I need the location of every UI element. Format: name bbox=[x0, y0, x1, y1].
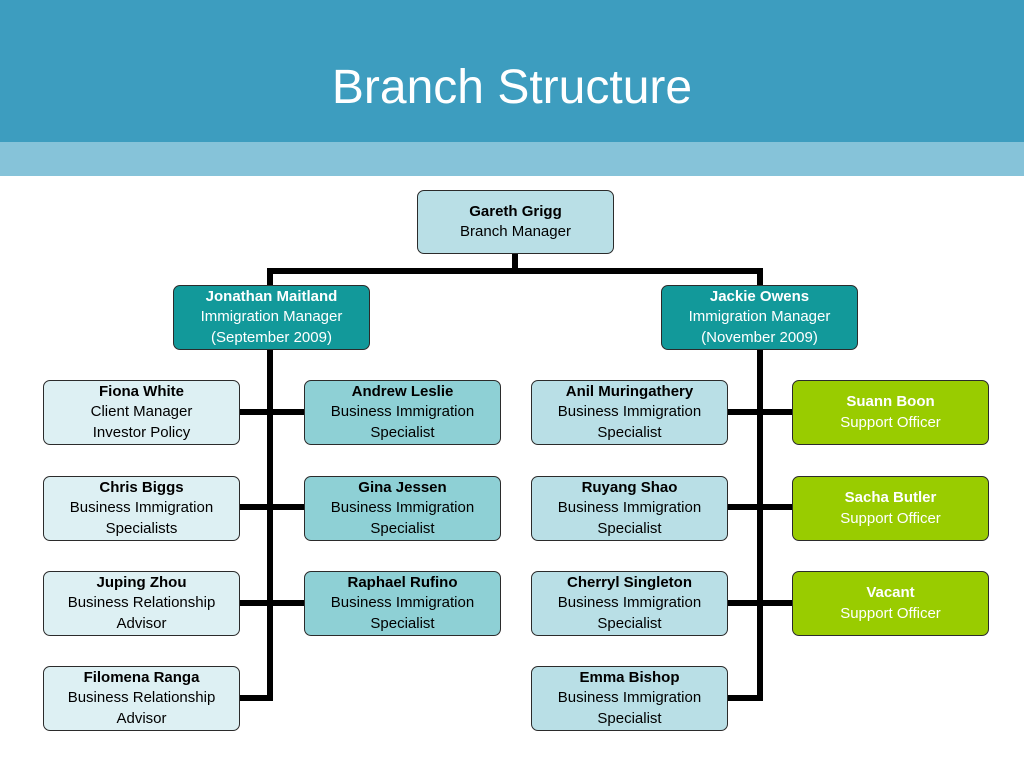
person-name: Gareth Grigg bbox=[469, 202, 562, 220]
person-role-detail: Specialist bbox=[370, 614, 435, 632]
person-role-detail: Specialist bbox=[597, 423, 662, 441]
support-box-sacha-butler: Sacha Butler Support Officer bbox=[792, 476, 989, 541]
person-role: Support Officer bbox=[840, 509, 941, 527]
person-role-detail: Specialist bbox=[597, 709, 662, 727]
support-box-vacant: Vacant Support Officer bbox=[792, 571, 989, 636]
staff-box-raphael-rufino: Raphael Rufino Business Immigration Spec… bbox=[304, 571, 501, 636]
person-name: Raphael Rufino bbox=[347, 573, 458, 591]
person-role: Business Immigration bbox=[330, 594, 475, 612]
person-name: Filomena Ranga bbox=[83, 668, 200, 686]
branch-manager-box: Gareth Grigg Branch Manager bbox=[417, 190, 614, 254]
staff-box-chris-biggs: Chris Biggs Business Immigration Special… bbox=[43, 476, 240, 541]
person-role: Business Relationship bbox=[67, 689, 216, 707]
person-role-detail: Advisor bbox=[116, 709, 167, 727]
person-role: Business Immigration bbox=[330, 499, 475, 517]
person-role: Business Relationship bbox=[67, 594, 216, 612]
person-role-detail: Specialists bbox=[105, 519, 178, 537]
person-name: Juping Zhou bbox=[96, 573, 187, 591]
person-role: Support Officer bbox=[840, 413, 941, 431]
person-role-detail: Advisor bbox=[116, 614, 167, 632]
staff-box-cherryl-singleton: Cherryl Singleton Business Immigration S… bbox=[531, 571, 728, 636]
person-role: Business Immigration bbox=[69, 499, 214, 517]
person-name: Vacant bbox=[866, 584, 915, 601]
person-role: Immigration Manager bbox=[200, 308, 343, 326]
person-role: Business Immigration bbox=[557, 689, 702, 707]
person-role: Client Manager bbox=[90, 403, 193, 421]
person-role: Business Immigration bbox=[557, 594, 702, 612]
staff-box-juping-zhou: Juping Zhou Business Relationship Adviso… bbox=[43, 571, 240, 636]
person-role-detail: Investor Policy bbox=[92, 423, 191, 441]
support-box-suann-boon: Suann Boon Support Officer bbox=[792, 380, 989, 445]
person-role: Support Officer bbox=[840, 604, 941, 622]
person-name: Jackie Owens bbox=[709, 287, 810, 305]
person-role: Branch Manager bbox=[460, 223, 571, 240]
person-start-date: (September 2009) bbox=[211, 328, 332, 346]
header-accent-strip bbox=[0, 142, 1024, 176]
person-name: Cherryl Singleton bbox=[566, 573, 693, 591]
person-name: Jonathan Maitland bbox=[205, 287, 338, 305]
staff-box-filomena-ranga: Filomena Ranga Business Relationship Adv… bbox=[43, 666, 240, 731]
person-name: Andrew Leslie bbox=[351, 382, 454, 400]
person-name: Anil Muringathery bbox=[565, 382, 694, 400]
person-name: Suann Boon bbox=[846, 393, 935, 410]
person-role-detail: Specialist bbox=[597, 519, 662, 537]
manager-box-jonathan-maitland: Jonathan Maitland Immigration Manager (S… bbox=[173, 285, 370, 350]
person-start-date: (November 2009) bbox=[701, 328, 818, 346]
manager-box-jackie-owens: Jackie Owens Immigration Manager (Novemb… bbox=[661, 285, 858, 350]
staff-box-andrew-leslie: Andrew Leslie Business Immigration Speci… bbox=[304, 380, 501, 445]
slide-header bbox=[0, 0, 1024, 142]
person-role: Business Immigration bbox=[330, 403, 475, 421]
person-name: Emma Bishop bbox=[579, 668, 680, 686]
staff-box-emma-bishop: Emma Bishop Business Immigration Special… bbox=[531, 666, 728, 731]
staff-box-anil-muringathery: Anil Muringathery Business Immigration S… bbox=[531, 380, 728, 445]
person-role: Immigration Manager bbox=[688, 308, 831, 326]
staff-box-gina-jessen: Gina Jessen Business Immigration Special… bbox=[304, 476, 501, 541]
person-name: Sacha Butler bbox=[844, 489, 937, 506]
person-name: Ruyang Shao bbox=[581, 478, 678, 496]
person-role: Business Immigration bbox=[557, 499, 702, 517]
person-role: Business Immigration bbox=[557, 403, 702, 421]
person-name: Gina Jessen bbox=[358, 478, 447, 496]
person-name: Fiona White bbox=[99, 382, 184, 400]
person-name: Chris Biggs bbox=[99, 478, 184, 496]
person-role-detail: Specialist bbox=[370, 519, 435, 537]
slide-title: Branch Structure bbox=[331, 61, 693, 114]
staff-box-fiona-white: Fiona White Client Manager Investor Poli… bbox=[43, 380, 240, 445]
person-role-detail: Specialist bbox=[370, 423, 435, 441]
staff-box-ruyang-shao: Ruyang Shao Business Immigration Special… bbox=[531, 476, 728, 541]
person-role-detail: Specialist bbox=[597, 614, 662, 632]
